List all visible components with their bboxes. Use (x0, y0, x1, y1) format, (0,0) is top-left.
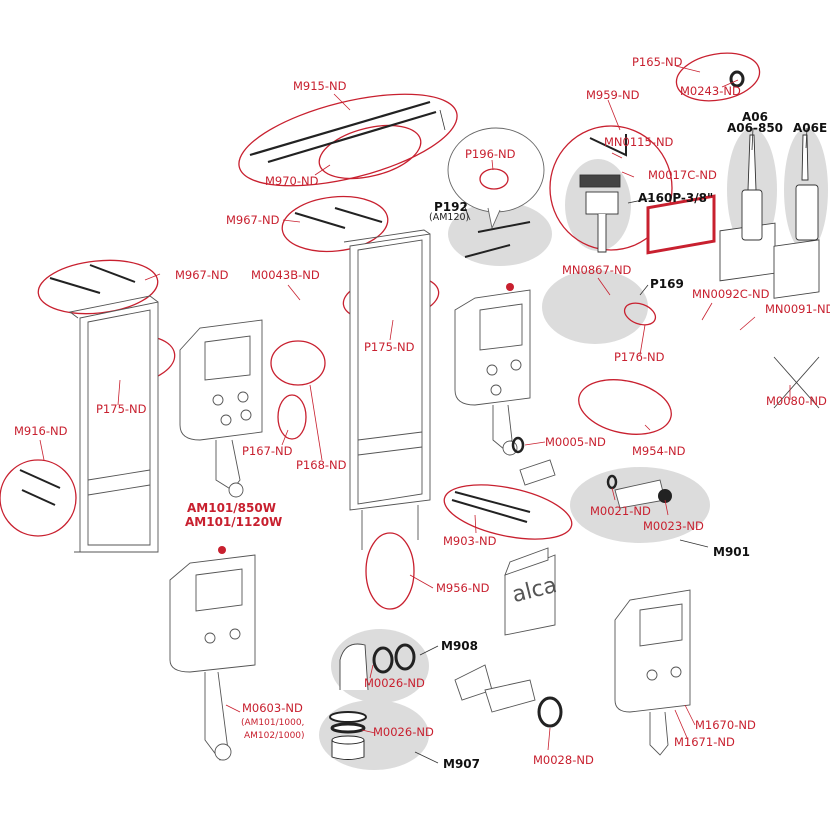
part-label-m0023[interactable]: M0023-ND (643, 519, 704, 533)
part-label-m1670[interactable]: M1670-ND (695, 718, 756, 732)
part-label-mn0115[interactable]: MN0115-ND (604, 135, 674, 149)
red-cap (218, 546, 226, 554)
product-label-am101-850w[interactable]: AM101/850W (187, 501, 276, 515)
part-label-mn0092c[interactable]: MN0092C-ND (692, 287, 770, 301)
part-label-p169[interactable]: P169 (650, 277, 684, 291)
rail-set (249, 100, 437, 164)
part-label-p175-mid[interactable]: P175-ND (364, 340, 415, 354)
part-label-m915[interactable]: M915-ND (293, 79, 347, 93)
group-backdrop-p169 (542, 270, 648, 344)
part-label-p192[interactable]: P192 (434, 200, 468, 214)
part-label-m0028[interactable]: M0028-ND (533, 753, 594, 767)
part-label-p176[interactable]: P176-ND (614, 350, 665, 364)
part-label-m0017c[interactable]: M0017C-ND (648, 168, 717, 182)
part-label-m954[interactable]: M954-ND (632, 444, 686, 458)
part-label-p165[interactable]: P165-ND (632, 55, 683, 69)
part-label-m0026-m907[interactable]: M0026-ND (373, 725, 434, 739)
part-label-m967-left[interactable]: M967-ND (175, 268, 229, 282)
group-ring-m903 (443, 484, 573, 540)
part-label-m0243[interactable]: M0243-ND (680, 84, 741, 98)
part-label-p175-left[interactable]: P175-ND (96, 402, 147, 416)
part-label-m970[interactable]: M970-ND (265, 174, 319, 188)
part-label-m967-top[interactable]: M967-ND (226, 213, 280, 227)
part-label-m0603-note-2: AM102/1000) (244, 731, 305, 741)
part-label-a06-850[interactable]: A06-850 (727, 121, 784, 135)
part-label-m916[interactable]: M916-ND (14, 424, 68, 438)
part-label-m908[interactable]: M908 (441, 639, 478, 653)
cistern-bottom-right (614, 589, 691, 756)
seal-m0026-908-b (394, 643, 416, 671)
alca-box (504, 547, 556, 636)
cistern-bottom-left (169, 554, 256, 761)
part-label-m903[interactable]: M903-ND (443, 534, 497, 548)
part-label-m0005[interactable]: M0005-ND (545, 435, 606, 449)
plate-m0080 (773, 239, 820, 299)
part-label-m1671[interactable]: M1671-ND (674, 735, 735, 749)
seal-m0026-908-a (372, 646, 394, 674)
group-ring-m959 (549, 125, 673, 251)
product-label-am101-1120w[interactable]: AM101/1120W (185, 515, 283, 529)
part-label-m956[interactable]: M956-ND (436, 581, 490, 595)
valve-a06 (741, 134, 763, 241)
group-ring-m954 (578, 379, 672, 435)
group-ring-m967-left (37, 259, 159, 315)
seal-m0023 (658, 489, 672, 503)
part-label-p167[interactable]: P167-ND (242, 444, 293, 458)
cistern-top-left (179, 319, 263, 498)
group-ring-m916 (0, 459, 77, 537)
cistern-top-middle (454, 289, 531, 456)
group-ring-p168 (270, 340, 326, 386)
part-label-m0043b[interactable]: M0043B-ND (251, 268, 320, 282)
rods (19, 134, 627, 523)
part-label-m959[interactable]: M959-ND (586, 88, 640, 102)
group-ring-m956 (365, 532, 415, 610)
seal-m0005 (511, 436, 525, 454)
group-ring-m970 (318, 124, 422, 180)
fill-valve-a160p (579, 174, 621, 253)
seal-m0243 (729, 70, 745, 88)
group-ring-p165 (675, 52, 761, 102)
group-ring-p167 (277, 394, 307, 440)
installation-frame-middle (343, 229, 431, 550)
seals-m907 (329, 711, 367, 760)
part-label-p168[interactable]: P168-ND (296, 458, 347, 472)
part-label-a06[interactable]: A06 (742, 110, 768, 124)
part-label-m0080[interactable]: M0080-ND (766, 394, 827, 408)
group-ring-p176 (623, 302, 657, 326)
part-label-m0603-note-1: (AM101/1000, (241, 718, 305, 728)
group-backdrop-p192 (448, 202, 552, 266)
part-label-p192-note: (AM120) (429, 212, 470, 223)
part-label-a160p[interactable]: A160P-3/8" (638, 191, 714, 205)
pipes (454, 459, 666, 713)
part-label-mn0867[interactable]: MN0867-ND (562, 263, 632, 277)
installation-frame-left (68, 295, 159, 553)
valve-a06e (795, 134, 819, 241)
group-ring-m967-top (281, 195, 389, 253)
part-label-mn0091[interactable]: MN0091-ND (765, 302, 830, 316)
elbow-m908 (339, 643, 369, 691)
group-backdrop-m901 (570, 467, 710, 543)
part-label-a06e[interactable]: A06E (793, 121, 828, 135)
part-label-m0021[interactable]: M0021-ND (590, 504, 651, 518)
group-ring-m915 (238, 93, 458, 187)
group-ring-p196 (479, 168, 509, 190)
part-label-m901[interactable]: M901 (713, 545, 750, 559)
part-label-m0026-m908[interactable]: M0026-ND (364, 676, 425, 690)
part-label-p196[interactable]: P196-ND (465, 147, 516, 161)
part-label-m0603[interactable]: M0603-ND (242, 701, 303, 715)
frame-mn0092c (646, 194, 716, 255)
red-cap (506, 283, 514, 291)
leader-lines-black (414, 109, 808, 764)
leader-lines (39, 65, 791, 751)
part-label-m907[interactable]: M907 (443, 757, 480, 771)
seal-m0028 (537, 696, 563, 728)
